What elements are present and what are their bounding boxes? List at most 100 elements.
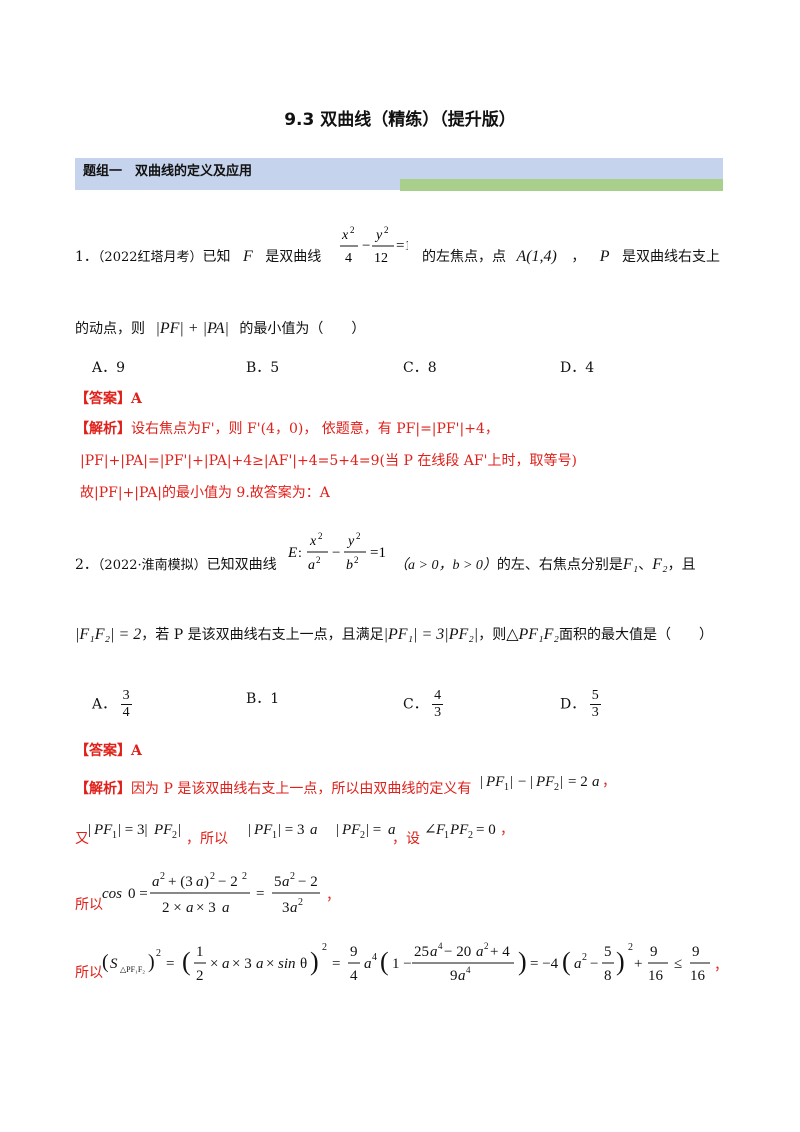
svg-text:2: 2 [322, 942, 327, 953]
svg-text::: : [298, 546, 302, 561]
svg-text:PF: PF [341, 822, 361, 838]
svg-text:a: a [574, 956, 582, 972]
svg-text:− 20: − 20 [444, 944, 471, 960]
q1-option-d[interactable]: D．4 [560, 360, 595, 376]
var-F: F [242, 248, 253, 265]
svg-text:+ 4: + 4 [490, 944, 510, 960]
svg-text:a: a [256, 956, 264, 972]
svg-text:9: 9 [450, 968, 458, 984]
svg-text:sin: sin [278, 956, 296, 972]
svg-text:a: a [430, 944, 438, 960]
svg-text:| = 3: | = 3 [278, 822, 304, 838]
svg-text:S: S [110, 956, 118, 972]
svg-text:PF: PF [449, 822, 469, 838]
svg-text:25: 25 [414, 944, 429, 960]
question-number: 1． [75, 249, 98, 265]
svg-text:(: ( [182, 947, 191, 976]
q1-analysis-3: 故|PF|+|PA|的最小值为 9.故答案为：A [80, 485, 330, 501]
svg-text:2: 2 [484, 941, 489, 951]
q1-analysis-1: 【解析】设右焦点为F'，则 F'(4，0)， 依题意，有 PF|=|PF'|+4… [75, 421, 499, 437]
svg-text:cos: cos [102, 886, 122, 902]
svg-text:8: 8 [604, 968, 612, 984]
question-2-line1: 2．（2022·淮南模拟）已知双曲线 [75, 557, 277, 573]
page-title: 9.3 双曲线（精练）（提升版） [284, 110, 516, 130]
svg-text:2: 2 [582, 952, 587, 963]
svg-text:4: 4 [466, 965, 471, 975]
svg-text:，: ， [714, 959, 728, 974]
svg-text:a: a [222, 900, 230, 916]
svg-text:2: 2 [384, 225, 389, 235]
svg-text:= 2: = 2 [568, 774, 588, 790]
svg-text:≤: ≤ [674, 956, 682, 972]
svg-text:12: 12 [374, 251, 388, 266]
svg-text:1: 1 [504, 782, 509, 793]
svg-text:16: 16 [690, 968, 706, 984]
svg-text:=: = [166, 956, 174, 972]
svg-text:PF: PF [153, 822, 173, 838]
svg-text:|: | [336, 822, 339, 838]
svg-text:|: | [248, 822, 251, 838]
svg-text:a: a [476, 944, 484, 960]
svg-text:，: ， [326, 889, 340, 904]
q2-analysis-4: 所以 [75, 965, 103, 981]
svg-text:a: a [282, 874, 290, 890]
svg-text:2: 2 [298, 897, 303, 908]
svg-text:| =: | = [366, 822, 381, 838]
svg-text:|: | [530, 774, 533, 790]
expr-pf-pa: |PF| + |PA| [155, 320, 229, 337]
svg-text:+ (3: + (3 [168, 874, 193, 890]
q2-analysis-3: 所以 [75, 897, 103, 913]
svg-text:× 3: × 3 [232, 956, 252, 972]
svg-text:× 3: × 3 [196, 900, 216, 916]
section-band-accent [400, 179, 723, 191]
svg-text:x: x [341, 228, 349, 243]
svg-text:F: F [435, 822, 446, 838]
svg-text:+: + [634, 956, 642, 972]
svg-text:2: 2 [354, 555, 359, 565]
svg-text:a: a [458, 968, 466, 984]
q1-option-b[interactable]: B．5 [246, 360, 280, 376]
svg-text:×: × [210, 956, 218, 972]
svg-text:2 ×: 2 × [162, 900, 182, 916]
svg-text:，: ， [500, 823, 508, 838]
svg-text:×: × [266, 956, 274, 972]
svg-text:∠: ∠ [424, 822, 437, 838]
q2-analysis-2: 又 [75, 831, 89, 847]
svg-text:−: − [518, 774, 526, 790]
q1-option-c[interactable]: C．8 [403, 360, 437, 376]
svg-text:|: | [88, 822, 91, 838]
svg-text:3: 3 [282, 900, 290, 916]
svg-text:− 2: − 2 [298, 874, 318, 890]
svg-text:y: y [346, 534, 355, 549]
svg-text:= 0: = 0 [476, 822, 496, 838]
q1-analysis-2: |PF|+|PA|=|PF'|+|PA|+4≥|AF'|+4=5+4=9(当 P… [80, 453, 577, 469]
svg-text:1: 1 [444, 830, 449, 841]
svg-text:△PF₁F₂: △PF₁F₂ [120, 965, 145, 974]
svg-text:a: a [222, 956, 230, 972]
point-A: A(1,4) [516, 248, 557, 265]
svg-text:1: 1 [272, 830, 277, 841]
svg-text:2: 2 [360, 830, 365, 841]
question-number: 2． [75, 557, 98, 573]
q1-option-a[interactable]: A．9 [92, 360, 126, 376]
svg-text:9: 9 [350, 944, 358, 960]
svg-text:−: − [332, 545, 340, 561]
svg-text:|: | [480, 774, 483, 790]
svg-text:4: 4 [345, 251, 352, 266]
svg-text:(: ( [380, 947, 389, 976]
svg-text:PF: PF [253, 822, 273, 838]
q2-option-b[interactable]: B．1 [246, 691, 280, 707]
svg-text:2: 2 [172, 830, 177, 841]
svg-text:2: 2 [318, 531, 323, 541]
svg-text:2: 2 [316, 555, 321, 565]
svg-text:y: y [374, 228, 383, 243]
svg-text:=: = [332, 956, 340, 972]
